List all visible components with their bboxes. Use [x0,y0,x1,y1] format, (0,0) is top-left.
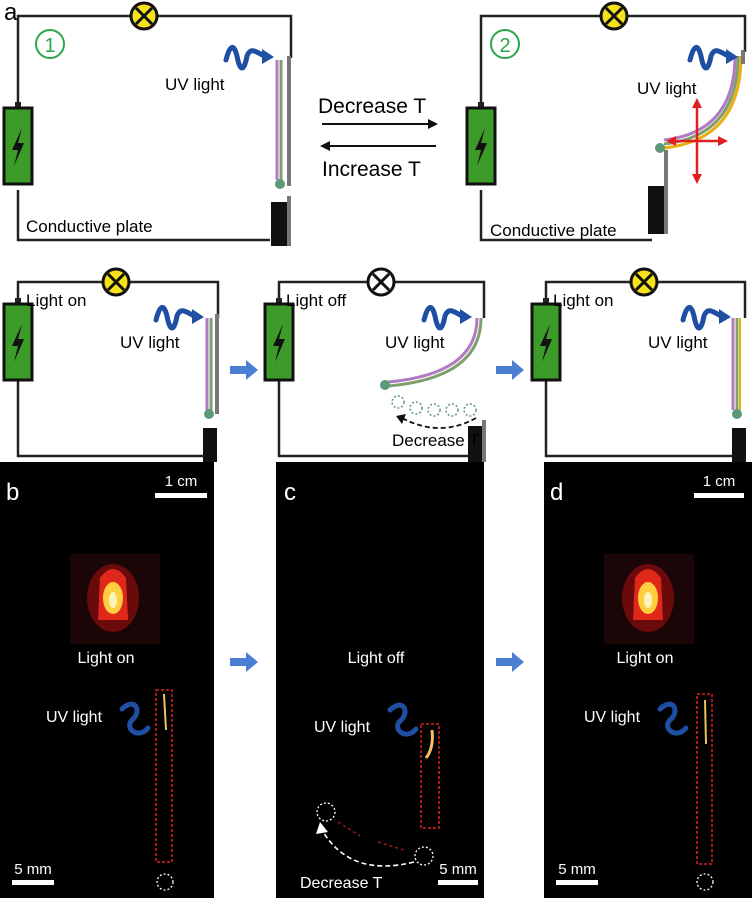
uv-wave-icon [387,702,419,737]
circuit-state-2: 2 UV light Conductive plate [465,1,747,242]
panel-letter-b: b [6,479,19,506]
arrow-left-icon [320,141,330,151]
transition-arrow-icon [230,652,258,672]
photo-panel-b: b 1 cm Light on UV light 5 mm [0,462,214,898]
battery-icon [263,296,295,382]
scale-bar-5mm-label: 5 mm [14,861,52,878]
panel-letter-a: a [4,0,18,26]
circuit-state-1: 1 UV light Conductive plate [2,1,293,246]
transition-arrow-icon [496,652,524,672]
conductive-plate-label: Conductive plate [490,221,617,240]
transition-arrow-icon [230,360,258,380]
bulb-on-icon [101,267,131,297]
photo-panel-c: c Light off UV light Decrease T 5 mm [276,462,484,898]
state-number-1: 1 [44,35,55,57]
battery-icon [530,296,562,382]
uv-light-label: UV light [165,75,225,94]
uv-wave-icon [424,307,472,328]
uv-wave-icon [156,307,204,328]
uv-light-label: UV light [637,79,697,98]
light-on-label: Light on [617,650,674,667]
light-on-label: Light on [26,291,87,310]
scale-bar-5mm-label: 5 mm [558,861,596,878]
arrow-right-icon [428,119,438,129]
deformation-cross-arrows [666,98,728,184]
uv-light-label: UV light [314,719,371,736]
circuit-light-off: Light off UV light Decrease T [263,267,486,462]
uv-light-label: UV light [385,333,445,352]
decrease-t-label: Decrease T [300,875,383,892]
state-number-2: 2 [499,35,510,57]
bulb-on-icon [129,1,159,31]
increase-t-label: Increase T [322,158,421,181]
battery-icon [2,100,34,186]
scale-bar-1cm-label: 1 cm [703,473,736,490]
uv-light-label: UV light [648,333,708,352]
bulb-off-icon [366,267,396,297]
light-on-label: Light on [553,291,614,310]
battery-icon [465,100,497,186]
circuit-light-on-1: Light on UV light [2,267,220,462]
bulb-on-icon [599,1,629,31]
transition-arrow-icon [496,360,524,380]
light-on-label: Light on [78,650,135,667]
actuator-highlight-box [420,723,440,829]
bulb-on-icon [629,267,659,297]
battery-icon [2,296,34,382]
uv-light-label: UV light [46,709,103,726]
scale-bar-5mm-label: 5 mm [439,861,477,878]
uv-wave-icon [119,701,151,736]
uv-light-label: UV light [584,709,641,726]
light-off-label: Light off [348,650,405,667]
led-glow-on [70,554,160,644]
panel-letter-c: c [284,479,296,506]
actuator-highlight-box [155,689,173,863]
uv-light-label: UV light [120,333,180,352]
photo-panel-d: d 1 cm Light on UV light 5 mm [544,462,752,898]
light-off-label: Light off [286,291,346,310]
panel-letter-d: d [550,479,563,506]
actuator-highlight-box [696,693,713,865]
temperature-transition: Decrease T Increase T [318,95,438,181]
uv-wave-icon [226,47,274,68]
uv-wave-icon [683,307,731,328]
decrease-t-label: Decrease T [392,431,480,450]
scale-bar-1cm-label: 1 cm [165,473,198,490]
uv-wave-icon [690,47,738,68]
uv-wave-icon [657,701,689,736]
led-glow-on [604,554,694,644]
decrease-t-label: Decrease T [318,95,426,118]
conductive-plate-label: Conductive plate [26,217,153,236]
circuit-light-on-2: Light on UV light [530,267,747,462]
